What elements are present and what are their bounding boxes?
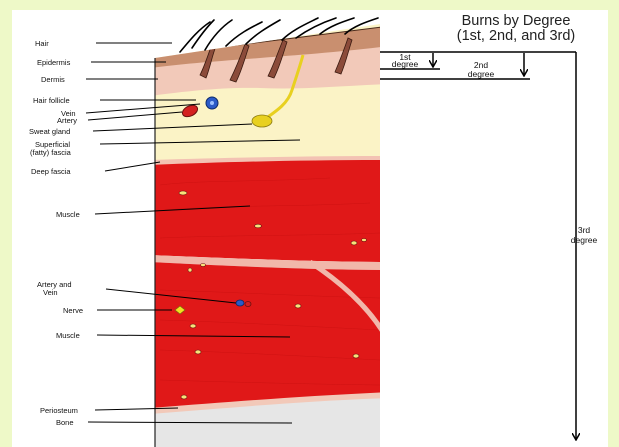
second-degree-label-word: degree bbox=[468, 69, 495, 79]
label-deep-fascia: Deep fascia bbox=[31, 167, 71, 176]
label-bone: Bone bbox=[56, 418, 74, 427]
upper-muscle-layer bbox=[150, 160, 390, 262]
sweat-gland-icon bbox=[252, 115, 272, 127]
tissue-cross-section bbox=[150, 20, 390, 447]
label-nerve: Nerve bbox=[63, 306, 83, 315]
label-sweat-gland: Sweat gland bbox=[29, 127, 70, 136]
label-vein-deep: Vein bbox=[43, 288, 58, 297]
label-muscle-lower: Muscle bbox=[56, 331, 80, 340]
deep-vein-icon bbox=[236, 300, 244, 306]
label-epidermis: Epidermis bbox=[37, 58, 71, 67]
third-degree-label-num: 3rd bbox=[578, 225, 591, 235]
third-degree-label-word: degree bbox=[571, 235, 598, 245]
label-dermis: Dermis bbox=[41, 75, 65, 84]
title-line1: Burns by Degree bbox=[462, 13, 571, 29]
label-hair-follicle: Hair follicle bbox=[33, 96, 70, 105]
label-artery: Artery bbox=[57, 116, 77, 125]
first-degree-label-word: degree bbox=[392, 59, 419, 69]
title-line2: (1st, 2nd, and 3rd) bbox=[457, 28, 576, 44]
degree-indicators: 1st degree 2nd degree 3rd degree bbox=[380, 52, 598, 440]
label-muscle-upper: Muscle bbox=[56, 210, 80, 219]
label-periosteum: Periosteum bbox=[40, 406, 78, 415]
deep-artery-icon bbox=[245, 302, 251, 307]
label-hair: Hair bbox=[35, 39, 49, 48]
label-fatty-fascia: (fatty) fascia bbox=[30, 148, 72, 157]
